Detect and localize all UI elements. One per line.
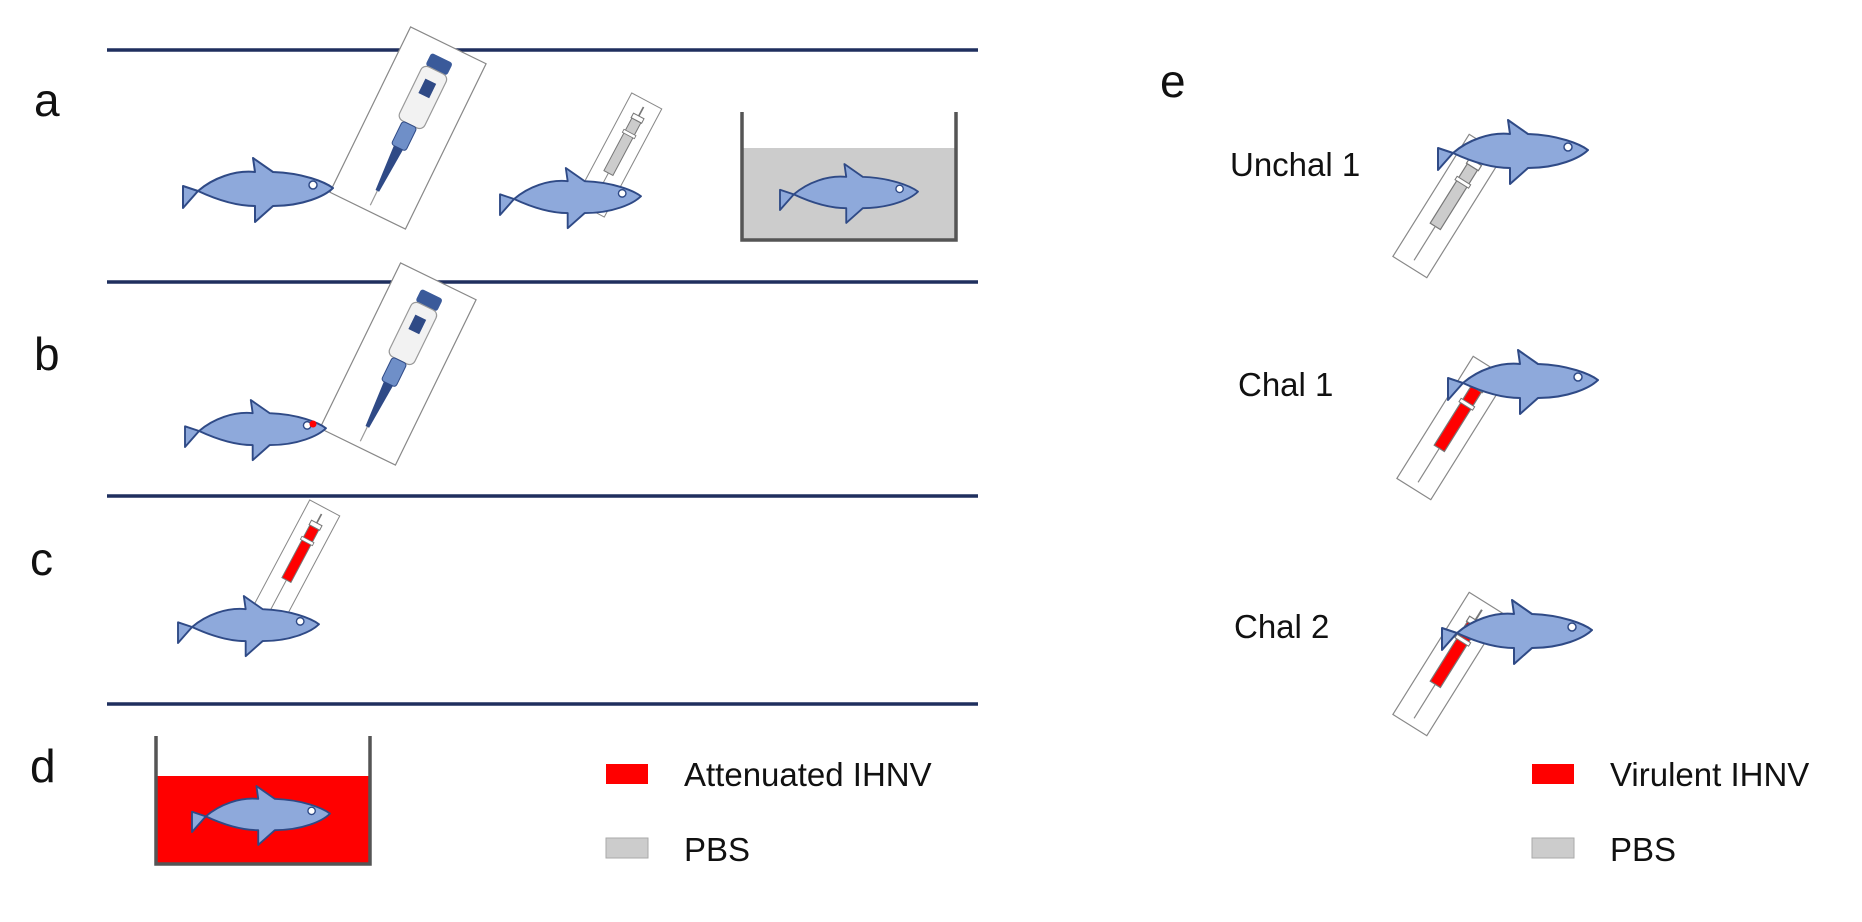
panel-e: Unchal 1 Chal 1 Chal 2: [1230, 119, 1599, 737]
panel-letter-d: d: [30, 740, 56, 792]
panel-letter-e: e: [1160, 55, 1186, 107]
group-label-chal-2: Chal 2: [1234, 608, 1329, 645]
legend-label-virulent: Virulent IHNV: [1610, 756, 1809, 793]
panel-b: [184, 262, 477, 466]
group-label-unchal-1: Unchal 1: [1230, 146, 1360, 183]
legend-left: Attenuated IHNV PBS: [605, 756, 932, 868]
pipette-icon: [329, 26, 487, 230]
legend-swatch-attenuated: [606, 764, 648, 784]
legend-right: Virulent IHNV PBS: [1531, 756, 1809, 868]
panel-letter-b: b: [34, 328, 60, 380]
legend-swatch-virulent: [1532, 764, 1574, 784]
panel-d: [154, 736, 372, 866]
panel-letter-c: c: [30, 533, 53, 585]
legend-label-attenuated: Attenuated IHNV: [684, 756, 932, 793]
pipette-icon: [319, 262, 477, 466]
group-label-chal-1: Chal 1: [1238, 366, 1333, 403]
panel-letter-a: a: [34, 74, 60, 126]
attenuated-dose-dot: [309, 420, 317, 428]
panel-a: [182, 26, 958, 242]
legend-swatch-pbs: [605, 837, 649, 859]
legend-label-pbs-right: PBS: [1610, 831, 1676, 868]
panel-c: [177, 499, 341, 658]
syringe-icon: [1391, 591, 1505, 737]
legend-swatch-pbs-right: [1531, 837, 1575, 859]
syringe-icon: [251, 499, 341, 625]
panel-dividers: [107, 48, 978, 706]
fish-icon: [184, 399, 327, 462]
fish-icon: [177, 595, 320, 658]
legend-label-pbs: PBS: [684, 831, 750, 868]
fish-icon: [182, 157, 334, 223]
